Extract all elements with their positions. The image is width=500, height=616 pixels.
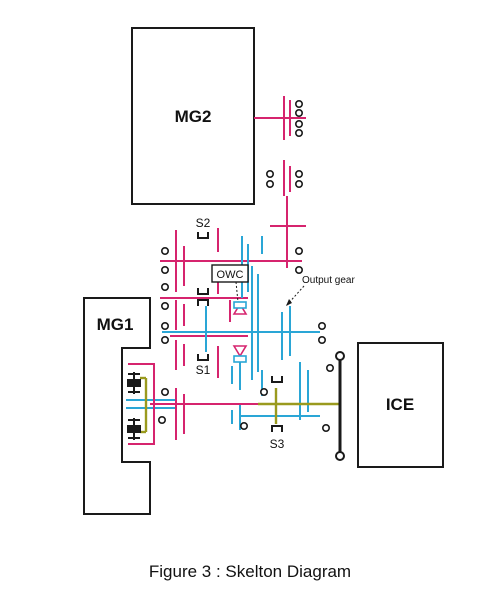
- s3-sleeve: [271, 376, 283, 432]
- s2-label: S2: [196, 216, 211, 230]
- owc-pointer: [235, 281, 239, 303]
- bearings: [158, 247, 334, 432]
- output-gear-arrowhead: [286, 299, 292, 306]
- flywheel: [335, 351, 345, 461]
- owc-box: [211, 264, 249, 283]
- mg2-bearings: [265, 100, 303, 189]
- ice-label: ICE: [386, 395, 414, 414]
- mg2-gear-train: [254, 96, 306, 268]
- mg1-label: MG1: [97, 315, 134, 334]
- s1-sleeve: [197, 354, 209, 361]
- sync-brackets: [197, 288, 209, 306]
- mg1-shaft: [128, 363, 258, 445]
- s2-sleeve: [197, 232, 209, 239]
- mg2-box: [131, 27, 255, 205]
- owc-elements: [232, 301, 248, 363]
- planet-pinions: [127, 372, 141, 440]
- owc-label: OWC: [217, 269, 244, 281]
- s1-label: S1: [196, 363, 211, 377]
- planetary-carrier: [140, 376, 340, 434]
- mg1-box: [83, 297, 151, 515]
- output-gear-label: Output gear: [302, 275, 355, 286]
- output-gear-pointer: [285, 285, 305, 307]
- ice-box: [357, 342, 444, 468]
- figure-caption: Figure 3 : Skelton Diagram: [148, 562, 352, 581]
- upper-magenta-gears: [160, 228, 302, 378]
- mg2-label: MG2: [175, 107, 212, 126]
- s3-label: S3: [270, 437, 285, 451]
